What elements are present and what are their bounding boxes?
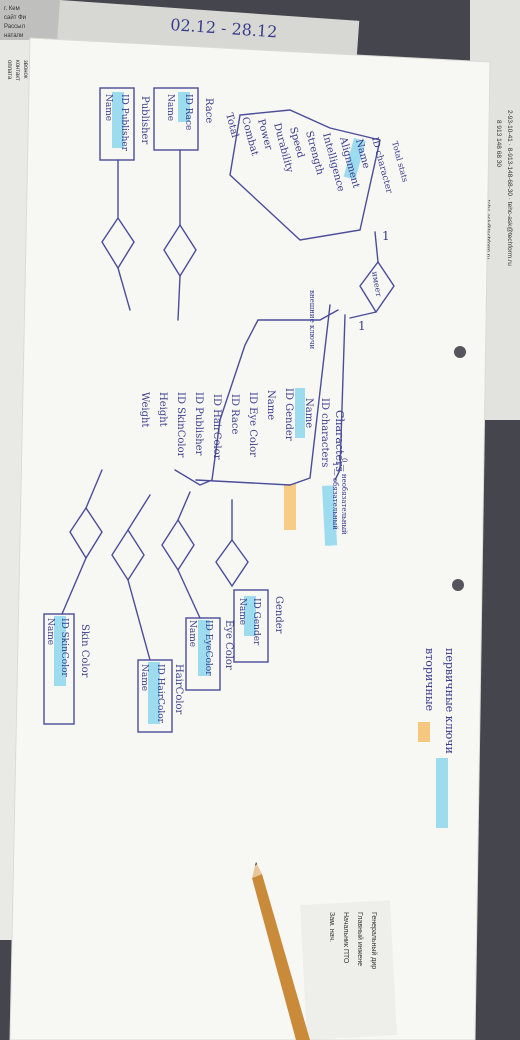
card-line-0: Генеральный дир	[370, 912, 378, 969]
business-card: Генеральный дир Главный инжене Начальник…	[300, 900, 397, 1040]
skin-color-field-1: Name	[45, 618, 55, 645]
eye-color-title: Eye Color	[223, 620, 234, 670]
relation-note-0: 0 — необязательный	[340, 458, 348, 535]
corner-label-2: звонок	[22, 60, 28, 79]
foreign-key-swatch	[418, 722, 430, 742]
corner-label-0: оплата	[6, 60, 12, 80]
race-field-0: ID Race	[183, 94, 193, 130]
relation-label: имеет	[370, 271, 383, 298]
primary-key-swatch	[436, 758, 448, 828]
race-field-1: Name	[165, 94, 175, 121]
foreign-keys-label: вторичные	[423, 648, 436, 711]
punch-hole-top	[454, 346, 466, 358]
card-line-2: Начальник ПТО	[342, 912, 349, 964]
characters-field-9: Height	[157, 392, 168, 427]
relation-characters-stats: имеет 1 1 0 — необязательный 1 — обязате…	[331, 229, 395, 535]
entity-skin-color: Skin Color ID SkinColor Name	[43, 469, 103, 725]
card-line-1: Главный инжене	[356, 912, 364, 966]
hair-color-field-1: Name	[139, 664, 149, 691]
entity-race: Race ID Race Name	[153, 87, 214, 321]
relation-card-right: 1	[358, 319, 366, 333]
eye-color-field-1: Name	[187, 620, 197, 647]
characters-field-5: ID Race	[229, 394, 240, 434]
characters-field-4: ID Eye Color	[247, 392, 258, 457]
card-line-3: Зам. нач.	[328, 912, 335, 942]
characters-title: Characters	[333, 410, 346, 472]
characters-field-6: ID HairColor	[211, 394, 222, 460]
publisher-field-0: ID Publisher	[119, 94, 129, 152]
characters-fk-note: внешние ключи	[308, 290, 316, 349]
eye-color-field-0: ID EyeColor	[203, 620, 213, 676]
pencil	[252, 862, 310, 1040]
corner-text-2: Рассыл	[4, 24, 25, 30]
corner-text-1: сайт Фи	[4, 14, 26, 21]
primary-keys-label: первичные ключи	[443, 648, 456, 754]
characters-field-0: ID characters	[319, 398, 330, 467]
entity-gender: Gender ID Gender Name	[215, 499, 284, 663]
entity-publisher: Publisher ID Publisher Name	[99, 87, 150, 311]
vertical-stamp: 2-93-10-41 · 8-913-148-68-30 · tehc-ask@…	[506, 110, 513, 266]
highlight-legend: первичные ключи вторичные	[418, 648, 456, 828]
characters-field-7: ID Publisher	[193, 392, 204, 456]
gender-title: Gender	[273, 596, 284, 634]
punch-hole-bottom	[452, 579, 464, 591]
publisher-title: Publisher	[139, 96, 150, 144]
gender-field-0: ID Gender	[251, 598, 261, 646]
publisher-field-1: Name	[103, 94, 113, 121]
corner-text-0: г. Кем	[4, 6, 20, 12]
phone-number: 8 913 148 68 30	[495, 120, 502, 167]
characters-field-8: ID SkinColor	[175, 392, 186, 458]
entity-eye-color: Eye Color ID EyeColor Name	[161, 491, 234, 691]
entity-stats: Total stats ID character Name Alignment …	[223, 109, 410, 241]
entity-characters: Characters ID characters Name ID Gender …	[139, 290, 346, 546]
skin-color-field-0: ID SkinColor	[59, 618, 69, 678]
entity-hair-color: HairColor ID HairColor Name	[111, 494, 184, 733]
gender-field-1: Name	[237, 598, 247, 625]
hair-color-field-0: ID HairColor	[155, 664, 165, 724]
characters-field-10: Weight	[139, 392, 150, 427]
race-title: Race	[203, 98, 214, 123]
skin-color-title: Skin Color	[79, 624, 90, 678]
characters-field-1: Name	[303, 398, 314, 428]
relation-note-1: 1 — обязательный	[331, 462, 339, 530]
hair-color-title: HairColor	[173, 664, 184, 715]
background-paper-top: г. Кем сайт Фи Рассыл натали 02.12 - 28.…	[0, 0, 360, 61]
characters-field-2: ID Gender	[283, 388, 294, 441]
main-paper	[9, 37, 491, 1040]
characters-field-3: Name	[265, 390, 276, 420]
corner-text-3: натали	[4, 33, 23, 39]
corner-label-1: контакт	[14, 60, 20, 81]
relation-card-left: 1	[382, 229, 390, 243]
